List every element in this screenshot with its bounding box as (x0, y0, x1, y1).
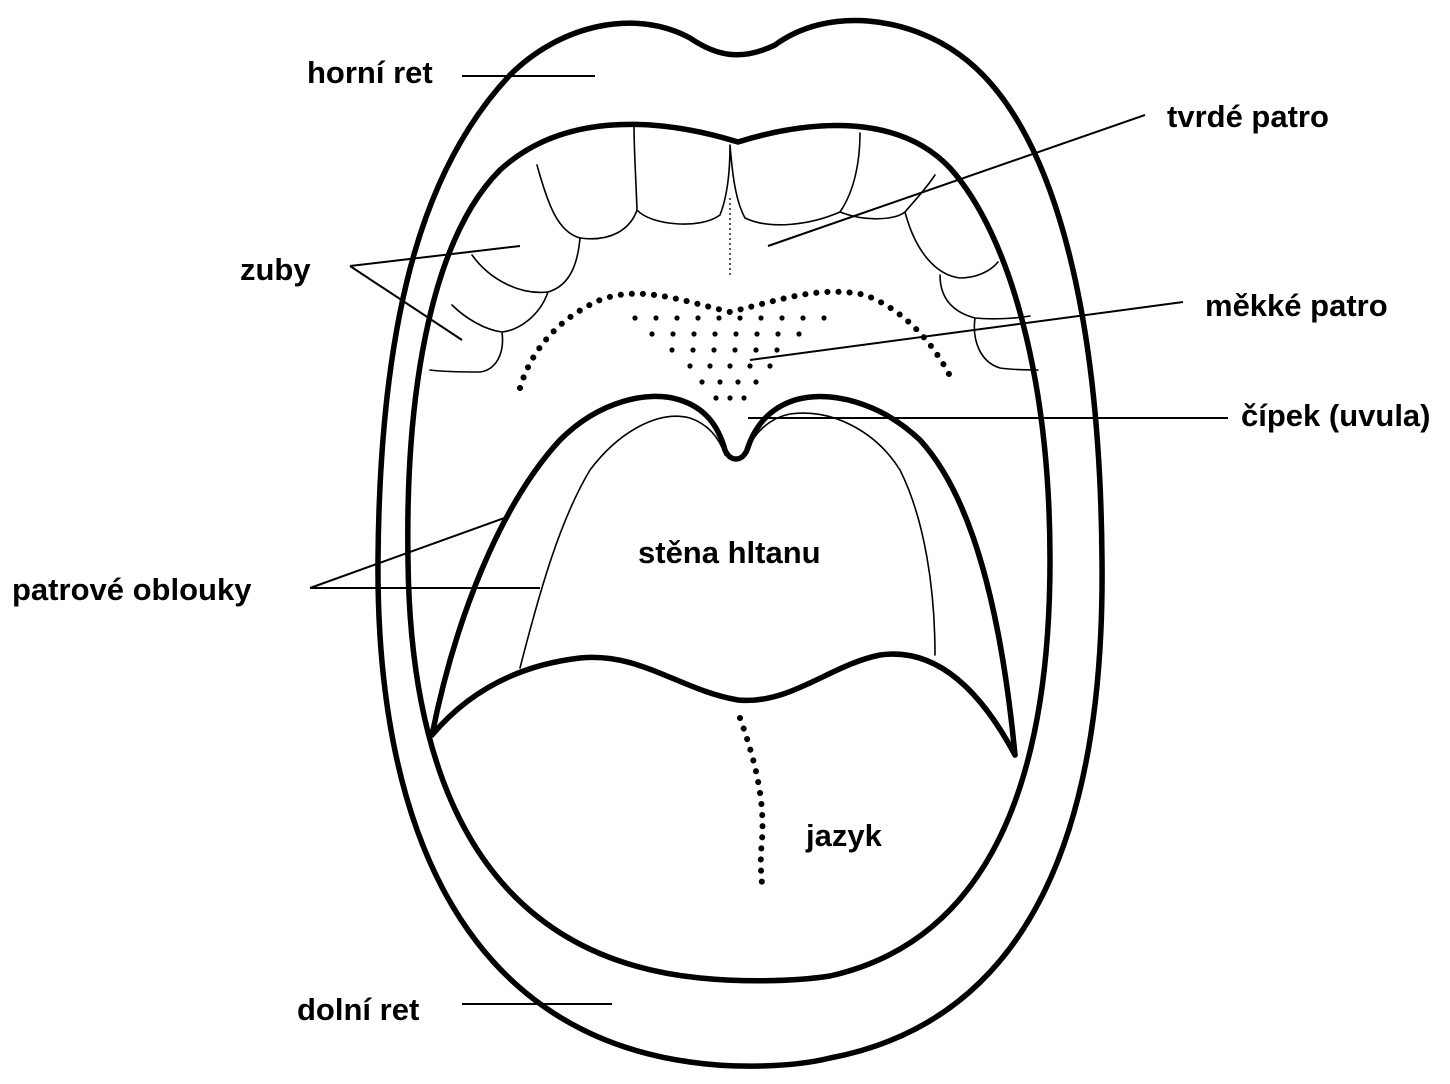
soft-palate-dot (821, 315, 826, 320)
leader-mekke-patro (750, 302, 1183, 360)
soft-palate-dot (674, 315, 679, 320)
leader-tvrde-patro (768, 115, 1145, 246)
label-horni-ret: horní ret (307, 55, 433, 90)
soft-palate-dot (775, 331, 780, 336)
soft-palate-dot (753, 379, 758, 384)
soft-palate-dot (690, 347, 695, 352)
soft-palate-dot (632, 315, 637, 320)
soft-palate-dot (779, 315, 784, 320)
label-stena-hltanu: stěna hltanu (638, 535, 821, 570)
soft-palate-dot (758, 315, 763, 320)
left-teeth (430, 238, 580, 372)
soft-palate-dot (727, 363, 732, 368)
label-dolni-ret: dolní ret (297, 992, 419, 1027)
soft-palate-dot (707, 363, 712, 368)
soft-palate-dot (800, 315, 805, 320)
soft-palate-dot (737, 315, 742, 320)
soft-palate-dot (767, 363, 772, 368)
right-teeth (905, 212, 1038, 370)
soft-palate-dot (796, 331, 801, 336)
soft-palate-dot (699, 379, 704, 384)
tongue-midline (740, 718, 763, 884)
soft-palate-dot (695, 315, 700, 320)
soft-palate-dot (747, 363, 752, 368)
label-tvrde-patro: tvrdé patro (1167, 99, 1329, 134)
soft-palate-dot (691, 331, 696, 336)
soft-palate-dot (713, 395, 718, 400)
soft-palate-dot-field (632, 315, 826, 400)
soft-palate-dot (735, 379, 740, 384)
soft-palate-dot (717, 379, 722, 384)
label-jazyk: jazyk (805, 818, 883, 853)
soft-palate-dot (774, 347, 779, 352)
soft-palate-dot (732, 347, 737, 352)
tongue-outline (432, 654, 1015, 755)
soft-palate-dotted-outline (520, 292, 952, 388)
soft-palate-dot (741, 395, 746, 400)
label-cipek: čípek (uvula) (1241, 398, 1431, 433)
label-mekke-patro: měkké patro (1205, 288, 1388, 323)
soft-palate-dot (670, 331, 675, 336)
soft-palate-dot (754, 331, 759, 336)
soft-palate-dot (727, 395, 732, 400)
soft-palate-dot (753, 347, 758, 352)
soft-palate-dot (649, 331, 654, 336)
soft-palate-dot (716, 315, 721, 320)
soft-palate-dot (687, 363, 692, 368)
leader-zuby-upper (350, 246, 520, 266)
soft-palate-dot (669, 347, 674, 352)
soft-palate-dot (712, 331, 717, 336)
soft-palate-dot (653, 315, 658, 320)
soft-palate-dot (711, 347, 716, 352)
soft-palate-dot (733, 331, 738, 336)
label-zuby: zuby (240, 252, 311, 287)
label-patrove-oblouky: patrové oblouky (12, 572, 252, 607)
